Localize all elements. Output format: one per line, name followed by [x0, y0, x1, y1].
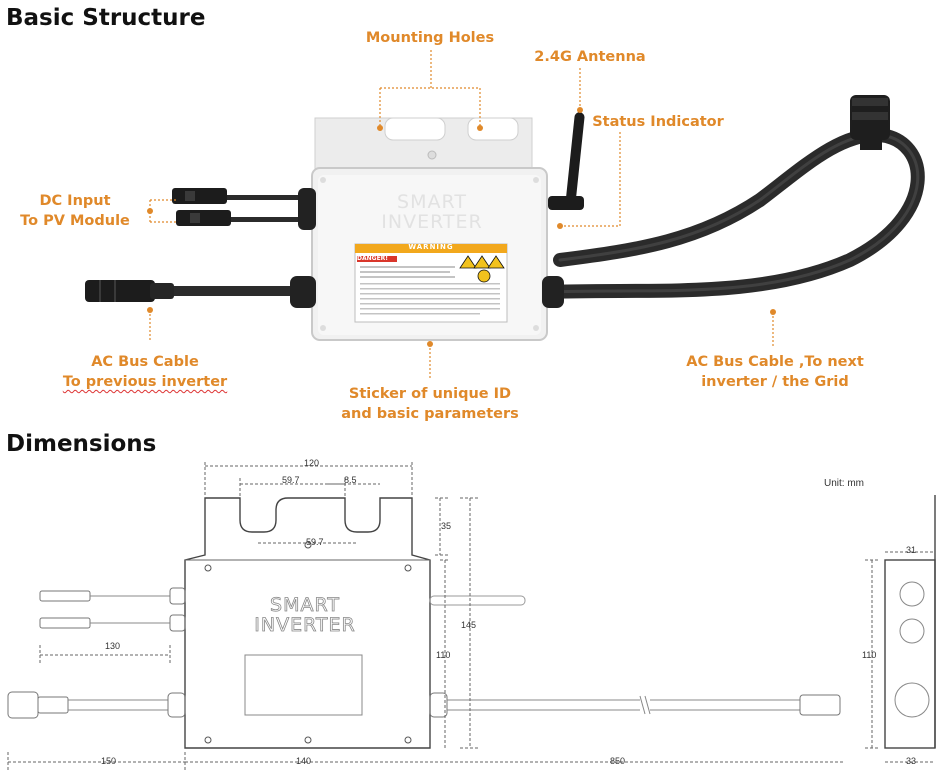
dim-top-width: 120 [304, 458, 320, 468]
dc-connectors [172, 188, 231, 226]
label-mounting-holes: Mounting Holes [365, 30, 495, 46]
label-status-indicator: Status Indicator [592, 114, 724, 130]
dim-dc-cable: 130 [105, 641, 121, 651]
dimensions-title: Dimensions [6, 431, 157, 457]
basic-structure-illustration [85, 50, 925, 380]
label-ac-prev-line2: To previous inverter [62, 374, 228, 390]
drawing-outline [184, 497, 431, 749]
sticker-warning-text: WARNING [408, 243, 454, 251]
device-brand-line2: INVERTER [381, 211, 483, 233]
dim-tab-height: 35 [441, 521, 452, 531]
label-ac-prev-line1: AC Bus Cable [91, 354, 199, 370]
dim-side-bottom: 33 [906, 756, 917, 766]
dim-hole-spacing-top: 59.7 [282, 475, 300, 485]
side-view [884, 559, 936, 749]
drawing-brand-text: SMART INVERTER [230, 594, 380, 636]
label-ac-next-line2: inverter / the Grid [701, 374, 849, 390]
dim-total-height: 145 [461, 620, 477, 630]
label-ac-next: AC Bus Cable ,To next inverter / the Gri… [670, 352, 880, 392]
dim-hole-spacing-bottom: 59.7 [306, 537, 324, 547]
sticker-danger-text: DANGER! [357, 255, 389, 262]
ac-cable-prev [170, 286, 310, 296]
label-sticker: Sticker of unique ID and basic parameter… [330, 384, 530, 424]
unit-label: Unit: mm [824, 478, 864, 489]
dim-body-width: 140 [296, 756, 312, 766]
label-antenna: 2.4G Antenna [534, 49, 646, 65]
drawing-brand-line2: INVERTER [254, 614, 356, 636]
dim-side-height: 110 [862, 650, 877, 660]
label-dc-input-line1: DC Input [39, 193, 111, 209]
label-dc-input: DC Input To PV Module [0, 191, 150, 231]
ac-connector-right [850, 95, 890, 150]
device-brand-line1: SMART [397, 191, 467, 213]
dim-ac-left: 150 [101, 756, 117, 766]
label-sticker-line1: Sticker of unique ID [348, 386, 512, 402]
dim-slot-width: 8.5 [344, 475, 357, 485]
label-dc-input-line2: To PV Module [20, 213, 130, 229]
label-sticker-line2: and basic parameters [341, 406, 519, 422]
dim-body-height: 110 [436, 650, 451, 660]
label-ac-next-line1: AC Bus Cable ,To next [686, 354, 864, 370]
antenna [565, 112, 585, 210]
ac-connector-left [85, 280, 174, 302]
device-brand-text: SMART INVERTER [352, 192, 512, 232]
drawing-brand-line1: SMART [270, 594, 340, 616]
label-ac-prev: AC Bus Cable To previous inverter [55, 352, 235, 392]
basic-structure-title: Basic Structure [6, 5, 206, 31]
dim-ac-right: 850 [610, 756, 626, 766]
dim-side-top: 31 [906, 545, 917, 555]
